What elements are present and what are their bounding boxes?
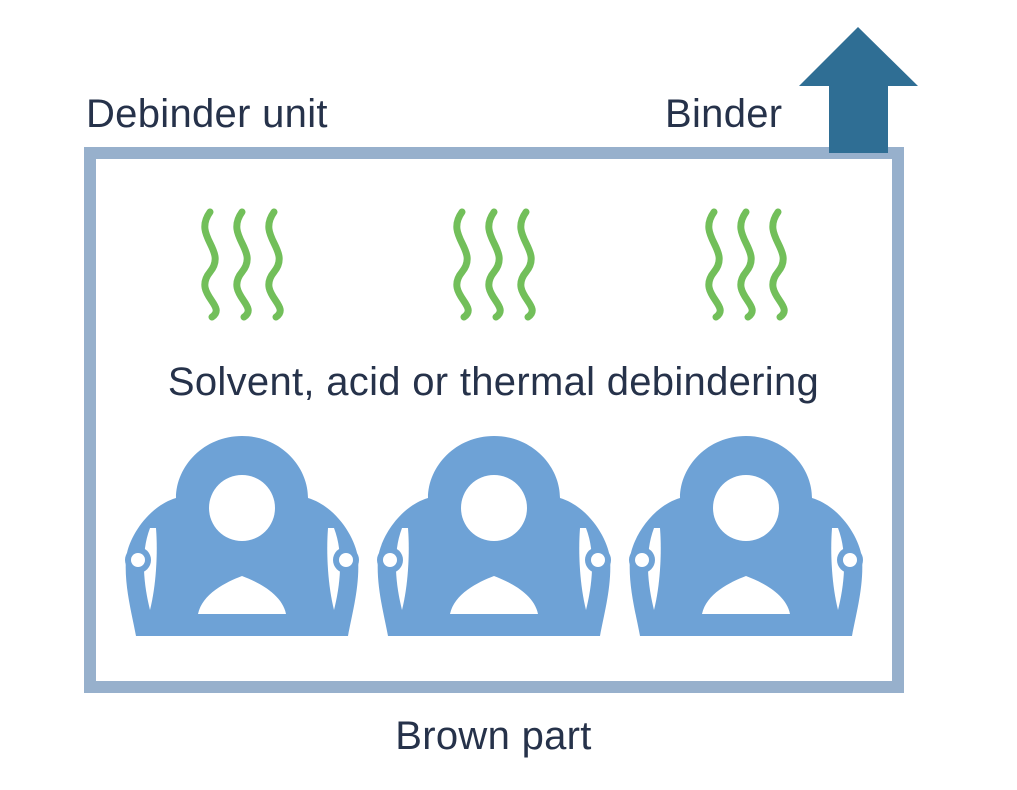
brown-part-icon <box>377 436 611 636</box>
brown-part-label: Brown part <box>395 714 592 758</box>
vapor-waves-icon <box>709 212 784 317</box>
binder-label: Binder <box>665 92 783 136</box>
brown-part-icon <box>125 436 359 636</box>
process-label: Solvent, acid or thermal debindering <box>167 360 820 404</box>
debinder-unit-label: Debinder unit <box>86 92 328 136</box>
vapor-waves-icon <box>457 212 532 317</box>
brown-part-icon <box>629 436 863 636</box>
debinder-unit-frame <box>84 147 904 693</box>
up-arrow-icon <box>799 27 918 153</box>
vapor-waves-icon <box>205 212 280 317</box>
